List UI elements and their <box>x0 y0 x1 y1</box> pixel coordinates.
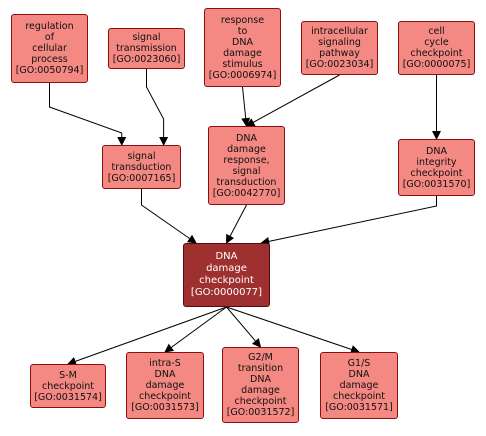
go-node-regulation-of-cellular-process[interactable]: regulation of cellular process [GO:00507… <box>11 14 88 83</box>
go-node-g1s-dna-damage-checkpoint[interactable]: G1/S DNA damage checkpoint [GO:0031571] <box>320 352 398 419</box>
go-node-cell-cycle-checkpoint[interactable]: cell cycle checkpoint [GO:0000075] <box>398 21 475 75</box>
go-node-dna-damage-response-signal-transduction[interactable]: DNA damage response, signal transduction… <box>208 126 285 205</box>
go-node-response-to-dna-damage[interactable]: response to DNA damage stimulus [GO:0006… <box>204 8 281 87</box>
edge-response-to-damage_resp <box>241 86 251 127</box>
go-node-intracellular-signaling-pathway[interactable]: intracellular signaling pathway [GO:0023… <box>301 21 378 75</box>
edge-regulation-to-signal <box>49 83 127 146</box>
edge-checkpoint-to-sm <box>67 306 227 366</box>
go-node-dna-integrity-checkpoint[interactable]: DNA integrity checkpoint [GO:0031570] <box>398 139 475 196</box>
edge-integrity-to-checkpoint <box>260 196 437 246</box>
edge-signal_trans-to-signal <box>146 69 169 146</box>
edge-checkpoint-to-g2m <box>226 306 262 348</box>
go-node-signal-transmission[interactable]: signal transmission [GO:0023060] <box>108 28 185 69</box>
edge-checkpoint-to-intras <box>164 306 227 353</box>
edge-checkpoint-to-g1s <box>226 306 360 354</box>
go-node-signal-transduction[interactable]: signal transduction [GO:0007165] <box>102 145 181 189</box>
edge-damage_resp-to-checkpoint <box>226 204 247 244</box>
go-node-dna-damage-checkpoint-focus[interactable]: DNA damage checkpoint [GO:0000077] <box>183 243 270 307</box>
go-node-intra-s-dna-damage-checkpoint[interactable]: intra-S DNA damage checkpoint [GO:003157… <box>126 352 204 419</box>
go-node-g2m-transition-dna-damage-checkpoint[interactable]: G2/M transition DNA damage checkpoint [G… <box>222 347 299 423</box>
go-node-s-m-checkpoint[interactable]: S-M checkpoint [GO:0031574] <box>30 364 106 408</box>
edge-signal-to-checkpoint <box>141 189 197 244</box>
edge-intracell-to-damage_resp <box>245 74 340 127</box>
